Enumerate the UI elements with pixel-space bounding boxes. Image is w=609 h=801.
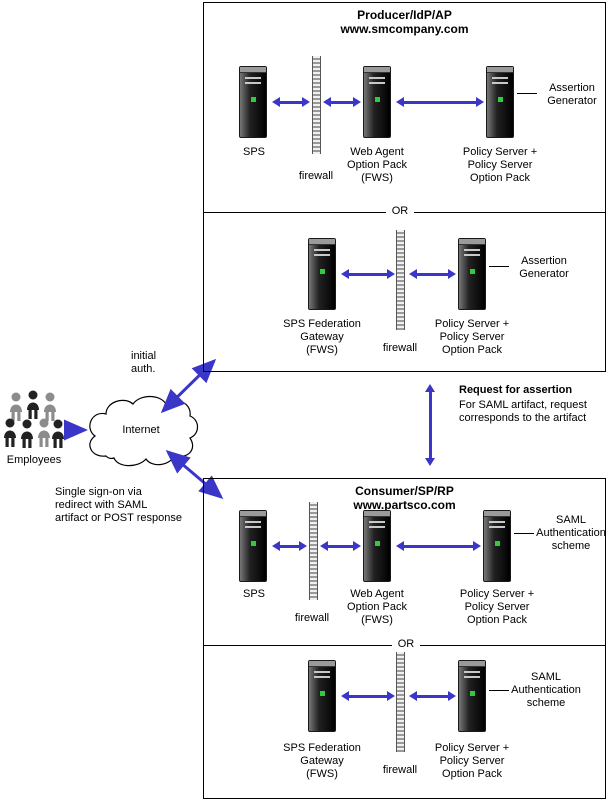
sps-label: SPS [242, 146, 265, 158]
annotation-dash [489, 690, 509, 691]
double-arrow-icon [409, 691, 456, 701]
firewall-icon [312, 56, 321, 154]
or-label: OR [392, 637, 420, 653]
consumer-domain: www.partsco.com [353, 498, 456, 512]
web-agent-label: Web Agent Option Pack (FWS) [347, 146, 407, 184]
policy-server-label: Policy Server + Policy Server Option Pac… [459, 588, 535, 626]
double-arrow-icon [409, 269, 456, 279]
request-assertion-body: For SAML artifact, request corresponds t… [459, 399, 587, 424]
producer-domain: www.smcompany.com [340, 22, 469, 36]
gateway-label: SPS Federation Gateway (FWS) [283, 742, 361, 780]
sso-note: Single sign-on via redirect with SAML ar… [55, 486, 182, 524]
firewall-icon [396, 230, 405, 330]
double-arrow-icon [341, 691, 395, 701]
server-led-icon [375, 97, 380, 102]
policy-server-label: Policy Server + Policy Server Option Pac… [434, 318, 510, 356]
firewall-label: firewall [382, 764, 418, 776]
saml-auth-scheme-label: SAML Authentication scheme [536, 514, 606, 552]
policy-server-icon [458, 238, 486, 310]
sps-server-icon [239, 510, 267, 582]
consumer-box [203, 478, 606, 799]
assertion-generator-label: Assertion Generator [519, 255, 569, 280]
policy-server-icon [458, 660, 486, 732]
double-arrow-icon [396, 97, 484, 107]
request-assertion-arrow [425, 384, 435, 466]
web-agent-server-icon [363, 510, 391, 582]
annotation-dash [489, 266, 509, 267]
policy-server-icon [483, 510, 511, 582]
firewall-label: firewall [294, 612, 330, 624]
web-agent-server-icon [363, 66, 391, 138]
server-led-icon [320, 691, 325, 696]
policy-server-label: Policy Server + Policy Server Option Pac… [462, 146, 538, 184]
sps-federation-gateway-icon [308, 238, 336, 310]
firewall-label: firewall [298, 170, 334, 182]
server-led-icon [320, 269, 325, 274]
gateway-label: SPS Federation Gateway (FWS) [283, 318, 361, 356]
assertion-generator-label: Assertion Generator [547, 82, 597, 107]
double-arrow-icon [272, 541, 307, 551]
server-led-icon [495, 541, 500, 546]
double-arrow-icon [272, 97, 310, 107]
internet-label: Internet [122, 424, 160, 436]
server-led-icon [470, 269, 475, 274]
server-led-icon [498, 97, 503, 102]
firewall-icon [309, 502, 318, 600]
sps-label: SPS [242, 588, 265, 600]
server-led-icon [375, 541, 380, 546]
sps-server-icon [239, 66, 267, 138]
policy-server-icon [486, 66, 514, 138]
double-arrow-icon [323, 97, 361, 107]
consumer-title: Consumer/SP/RP [355, 484, 454, 498]
request-assertion-title: Request for assertion [459, 384, 573, 396]
firewall-icon [396, 652, 405, 752]
sps-federation-gateway-icon [308, 660, 336, 732]
employees-label: Employees [6, 454, 62, 466]
initial-auth-label: initial auth. [131, 350, 157, 375]
web-agent-label: Web Agent Option Pack (FWS) [347, 588, 407, 626]
producer-box [203, 2, 606, 372]
server-led-icon [251, 97, 256, 102]
producer-title: Producer/IdP/AP [357, 8, 452, 22]
double-arrow-icon [320, 541, 361, 551]
double-arrow-icon [396, 541, 481, 551]
annotation-dash [514, 533, 534, 534]
firewall-label: firewall [382, 342, 418, 354]
employees-icon [4, 390, 64, 448]
saml-auth-scheme-label: SAML Authentication scheme [511, 671, 581, 709]
double-arrow-icon [341, 269, 395, 279]
server-led-icon [251, 541, 256, 546]
policy-server-label: Policy Server + Policy Server Option Pac… [434, 742, 510, 780]
or-label: OR [386, 204, 414, 220]
annotation-dash [517, 93, 537, 94]
server-led-icon [470, 691, 475, 696]
